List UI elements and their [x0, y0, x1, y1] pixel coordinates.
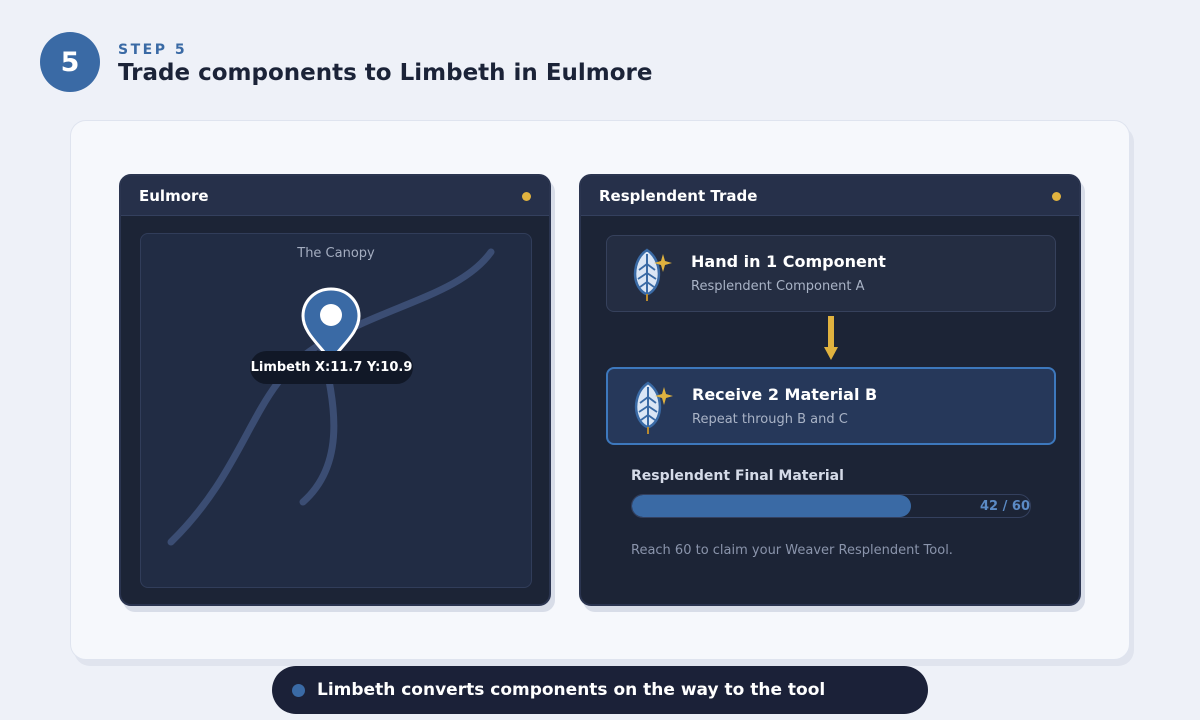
progress-fill	[632, 495, 911, 517]
arrow-down-icon	[824, 316, 838, 360]
receive-card[interactable]: Receive 2 Material B Repeat through B an…	[606, 367, 1056, 445]
hand-in-title: Hand in 1 Component	[691, 252, 886, 271]
progress-bar: 42 / 60	[631, 494, 1031, 518]
receive-title: Receive 2 Material B	[692, 385, 878, 404]
footer-caption: Limbeth converts components on the way t…	[272, 666, 928, 714]
trade-panel-header: Resplendent Trade	[581, 176, 1079, 216]
progress-count: 42 / 60	[980, 499, 1030, 514]
map-panel: Eulmore The Canopy Limbeth X:11.7 Y:10.9	[119, 174, 551, 606]
map-view[interactable]: The Canopy Limbeth X:11.7 Y:10.9	[140, 233, 532, 588]
step-title: Trade components to Limbeth in Eulmore	[118, 60, 653, 86]
hand-in-card[interactable]: Hand in 1 Component Resplendent Componen…	[606, 235, 1056, 312]
footer-caption-text: Limbeth converts components on the way t…	[317, 680, 826, 700]
hand-in-subtitle: Resplendent Component A	[691, 279, 865, 294]
npc-location-label: Limbeth X:11.7 Y:10.9	[250, 351, 413, 384]
leaf-sparkle-icon	[634, 381, 673, 434]
status-dot	[1052, 192, 1061, 201]
map-panel-title: Eulmore	[139, 187, 209, 205]
leaf-sparkle-icon	[633, 248, 672, 301]
trade-panel-title: Resplendent Trade	[599, 187, 758, 205]
status-dot	[522, 192, 531, 201]
map-area-label: The Canopy	[297, 246, 375, 261]
step-number-badge: 5	[40, 32, 100, 92]
trade-panel: Resplendent Trade Hand in 1 Component Re…	[579, 174, 1081, 606]
map-panel-header: Eulmore	[121, 176, 549, 216]
bullet-dot	[292, 683, 305, 697]
receive-subtitle: Repeat through B and C	[692, 412, 848, 427]
step-label: STEP 5	[118, 42, 188, 58]
progress-label: Resplendent Final Material	[631, 468, 844, 484]
progress-note: Reach 60 to claim your Weaver Resplenden…	[631, 543, 953, 558]
